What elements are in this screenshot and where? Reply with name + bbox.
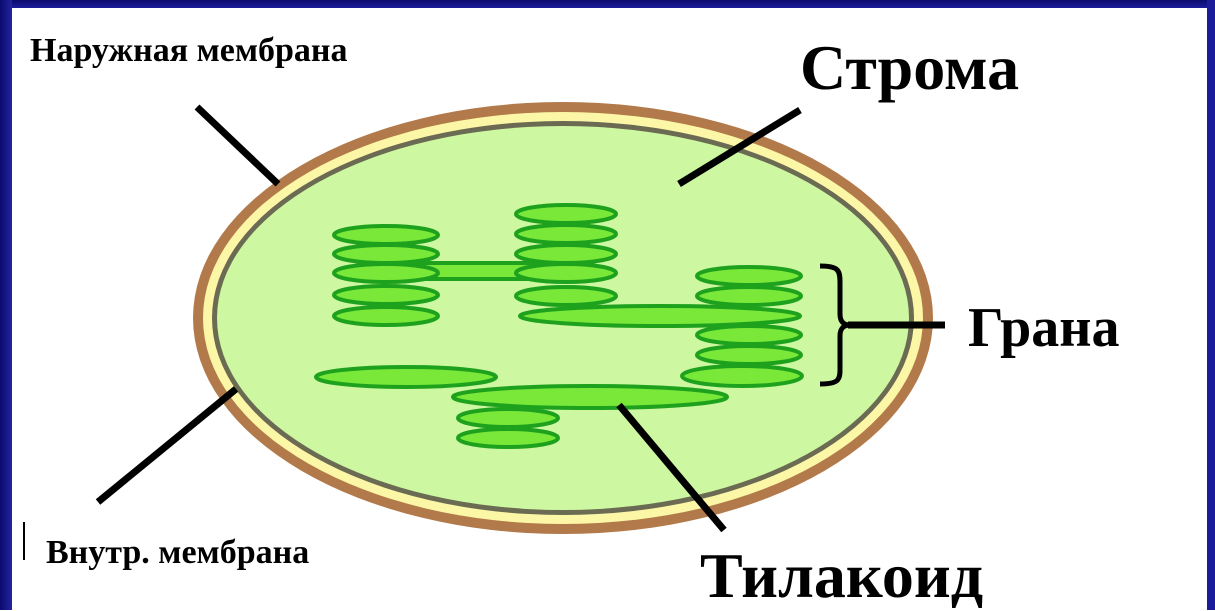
granum-middle: [516, 205, 616, 305]
thylakoid-disc: [516, 287, 616, 305]
stroma-label: Строма: [800, 36, 1019, 100]
thylakoid-disc: [334, 226, 438, 244]
thylakoid-disc: [334, 286, 438, 304]
thylakoid-disc: [458, 429, 558, 447]
thylakoid-disc: [697, 346, 801, 364]
thylakoid-disc: [458, 409, 558, 427]
thylakoid-disc: [516, 264, 616, 282]
stroma-lamella: [316, 367, 496, 387]
thylakoid-disc: [516, 205, 616, 223]
outer-membrane-pointer: [197, 107, 278, 184]
thylakoid-disc: [334, 245, 438, 263]
thylakoid-disc: [453, 386, 727, 408]
inner-membrane-pointer: [98, 389, 236, 502]
thylakoid-disc: [697, 267, 801, 285]
thylakoid-disc: [697, 287, 801, 305]
thylakoid-disc: [516, 245, 616, 263]
thylakoid-disc: [516, 225, 616, 243]
thylakoid-disc: [697, 326, 801, 344]
thylakoid-label: Тилакоид: [700, 544, 983, 608]
thylakoid-disc: [334, 264, 438, 282]
grana-label: Грана: [968, 300, 1120, 356]
stroma-lamella: [520, 306, 800, 326]
thylakoid-disc: [334, 307, 438, 325]
inner-membrane-label: Внутр. мембрана: [46, 536, 309, 570]
outer-membrane-label: Наружная мембрана: [30, 34, 348, 68]
granum-left: [334, 226, 438, 325]
thylakoid-disc: [682, 366, 802, 386]
